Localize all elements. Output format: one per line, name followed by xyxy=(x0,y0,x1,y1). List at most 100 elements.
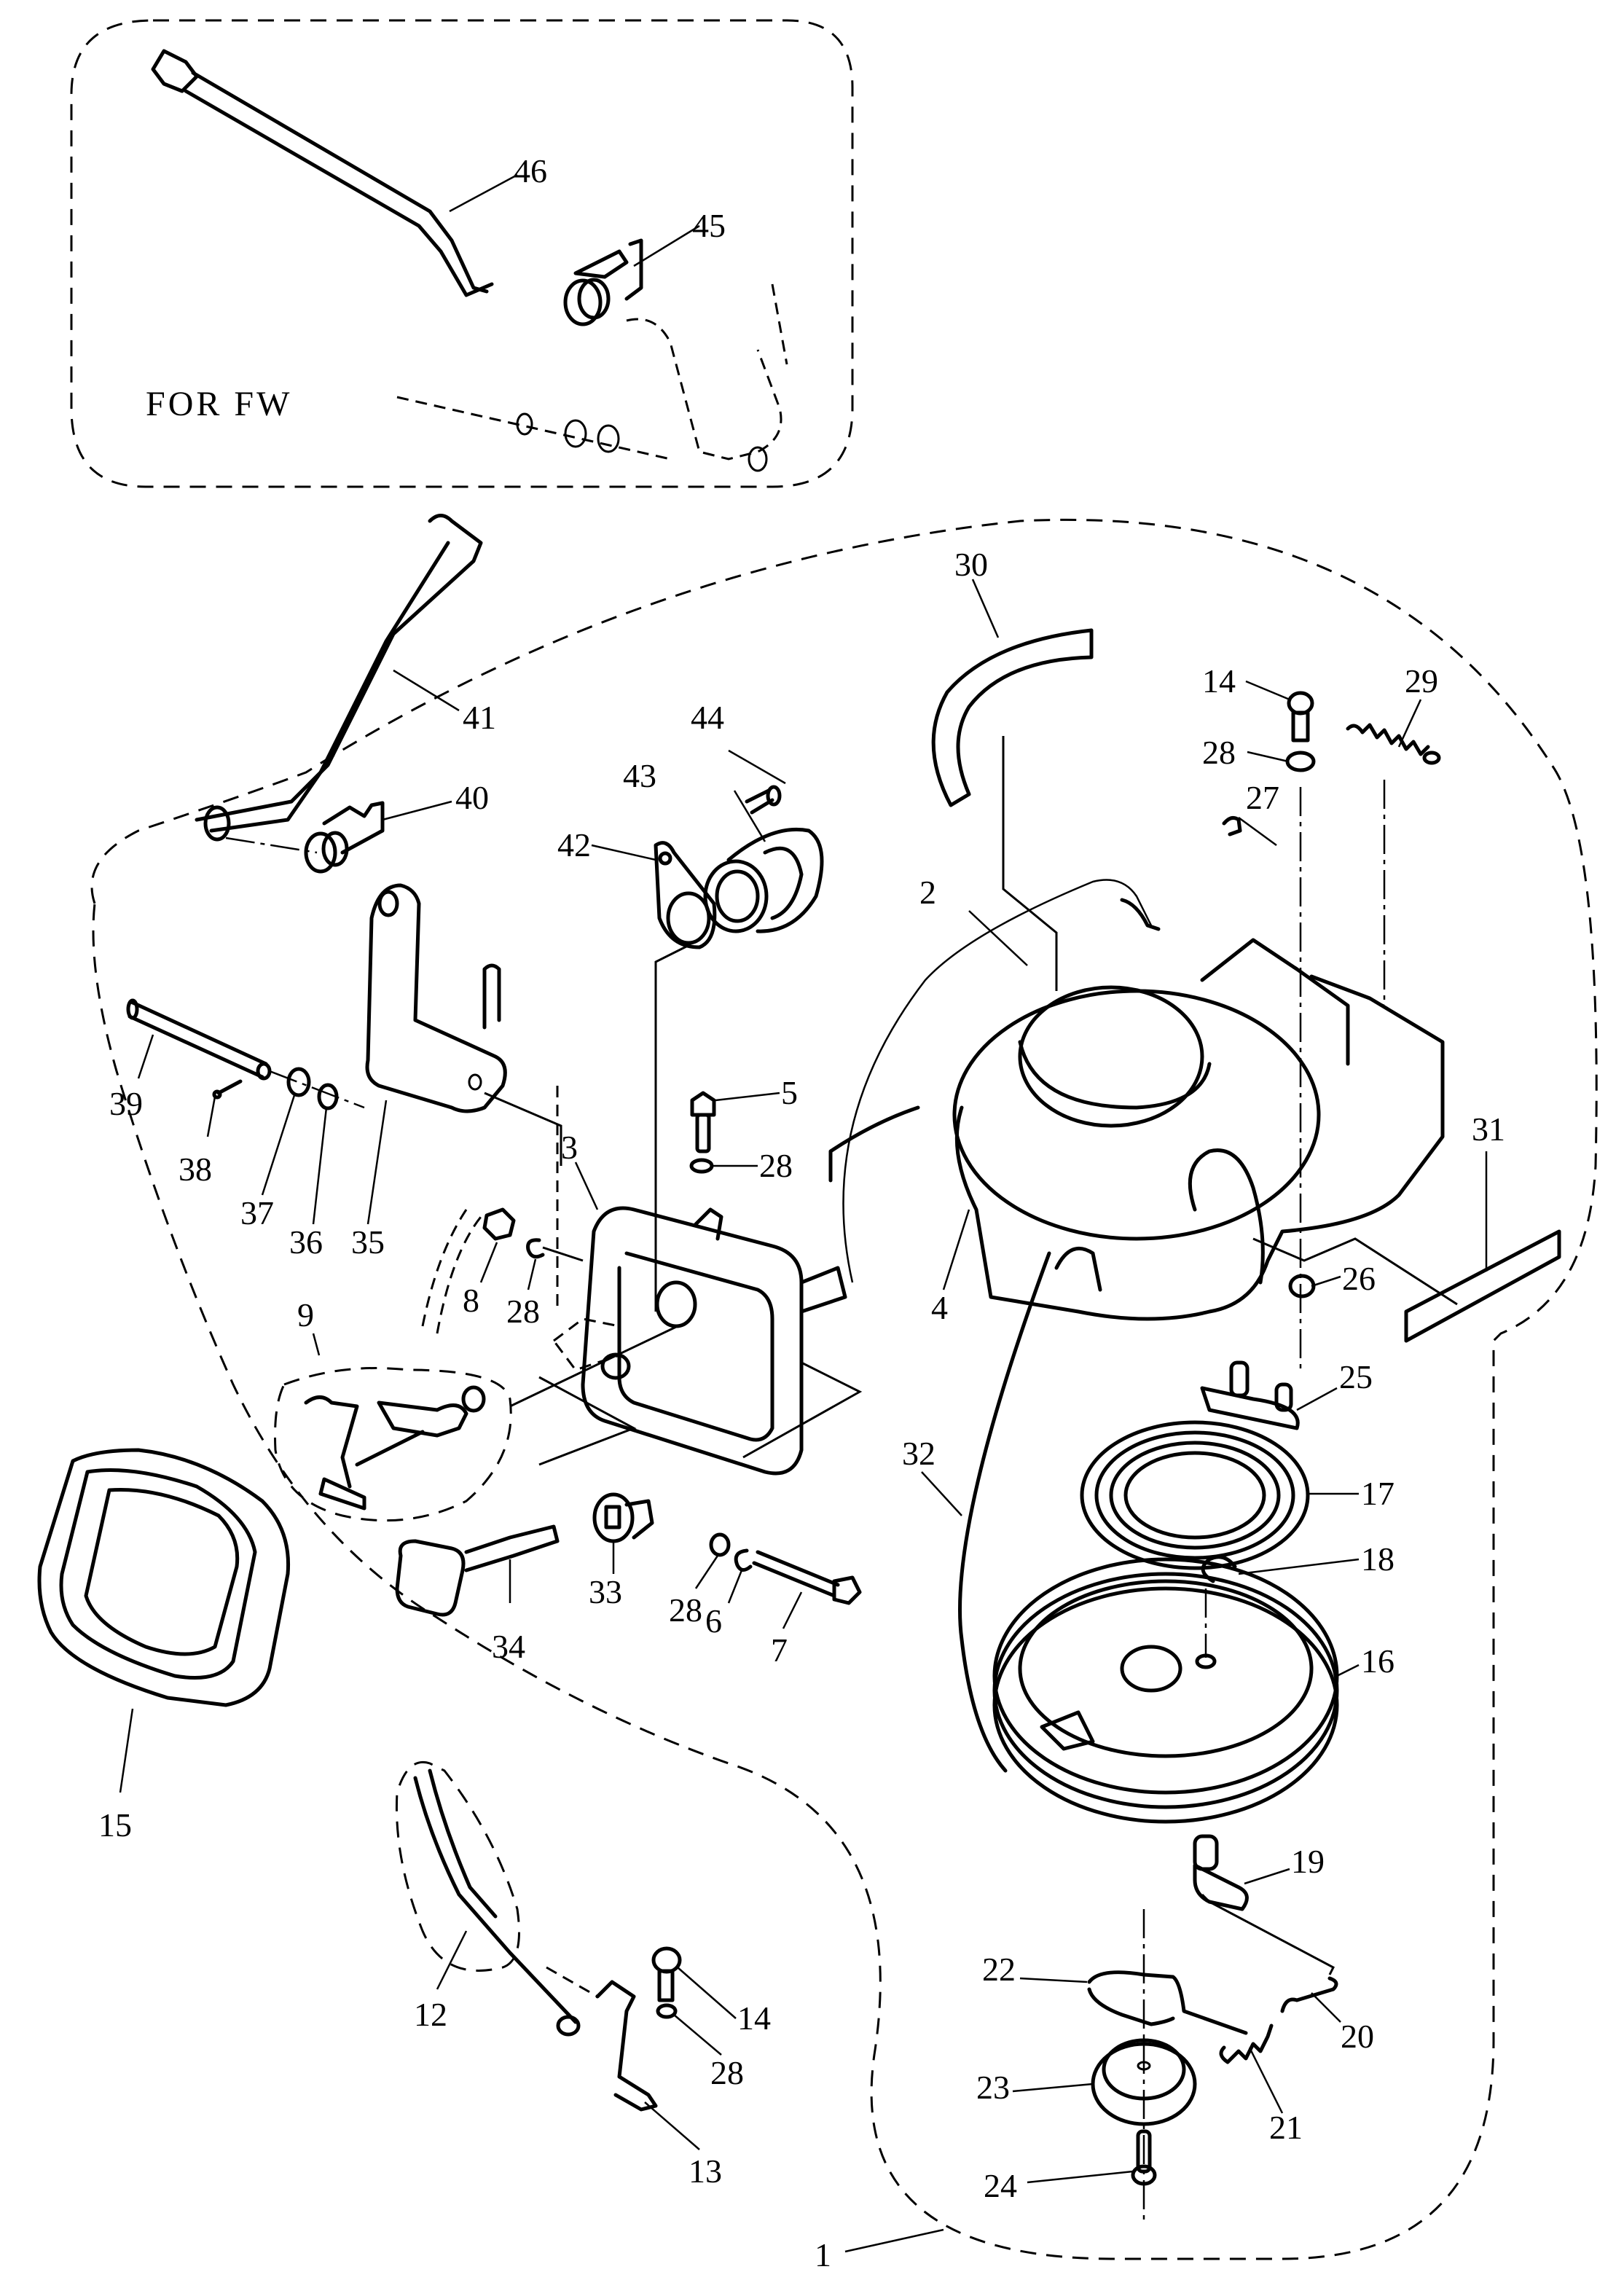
callout-42: 42 xyxy=(557,826,591,863)
part-30-hose xyxy=(931,628,1094,807)
callout-30: 30 xyxy=(954,546,988,583)
choke-assembly-outline xyxy=(274,1367,512,1522)
part-37-washer xyxy=(286,1067,311,1097)
callout-34: 34 xyxy=(492,1628,525,1665)
callout-4: 4 xyxy=(931,1289,948,1326)
callout-9: 9 xyxy=(297,1296,314,1333)
part-41-choke-rod xyxy=(195,514,483,842)
callout-14-top: 14 xyxy=(1202,662,1236,700)
part-17-spiral-spring xyxy=(1080,1420,1310,1570)
callout-5: 5 xyxy=(781,1074,798,1111)
inset-note: FOR FW xyxy=(146,385,292,423)
part-8-nut xyxy=(482,1207,516,1241)
part-28-washer-mid xyxy=(689,1158,714,1174)
callout-31: 31 xyxy=(1472,1110,1505,1148)
part-19-ratchet xyxy=(1193,1834,1249,1911)
callout-15: 15 xyxy=(98,1806,132,1844)
callout-19: 19 xyxy=(1291,1843,1325,1880)
part-16-pulley xyxy=(992,1557,1339,1824)
part-33-grommet xyxy=(592,1492,654,1543)
callout-20: 20 xyxy=(1341,2018,1374,2055)
callout-37: 37 xyxy=(240,1194,274,1231)
callout-6: 6 xyxy=(705,1602,722,1640)
part-3-air-box xyxy=(552,1206,847,1476)
callout-39: 39 xyxy=(109,1085,143,1122)
part-28-washer-lower xyxy=(709,1532,731,1557)
callout-32: 32 xyxy=(902,1435,935,1472)
inset-phantom-linkage xyxy=(396,283,788,472)
part-27-clip xyxy=(1222,815,1242,837)
callout-35: 35 xyxy=(351,1223,385,1261)
part-38-cotter xyxy=(212,1079,243,1100)
callout-28-mid: 28 xyxy=(759,1147,793,1184)
part-44-screw xyxy=(745,785,782,815)
part-14-bolt-lower xyxy=(651,1946,682,2002)
leader-46 xyxy=(449,173,518,213)
callout-22: 22 xyxy=(982,1951,1016,1988)
callout-28-lower: 28 xyxy=(669,1591,702,1629)
callout-38: 38 xyxy=(179,1151,212,1188)
part-21-spring xyxy=(1219,2024,1274,2064)
callout-44: 44 xyxy=(691,699,724,736)
part-42-gasket xyxy=(654,841,717,949)
callout-41: 41 xyxy=(463,699,496,736)
part-35-lever xyxy=(365,883,507,1113)
axis-35-39 xyxy=(269,1070,365,1109)
part-29-spring xyxy=(1346,723,1441,765)
part-39-pin xyxy=(126,998,272,1081)
part-6-spring-washer xyxy=(734,1548,753,1572)
part-26-cap xyxy=(1288,1274,1316,1298)
part-43-boot xyxy=(703,827,824,933)
part-13-bracket xyxy=(595,1980,658,2112)
part-12-choke-cable xyxy=(413,1768,581,2037)
callout-46: 46 xyxy=(514,152,547,189)
callout-8: 8 xyxy=(463,1282,479,1319)
callout-21: 21 xyxy=(1269,2109,1303,2146)
callout-33: 33 xyxy=(589,1573,622,1610)
part-22-friction-plate xyxy=(1087,1970,1248,2035)
callout-26: 26 xyxy=(1342,1260,1376,1297)
part-20-spring-clip xyxy=(1280,1976,1338,2013)
callout-17: 17 xyxy=(1361,1475,1394,1512)
callout-3: 3 xyxy=(561,1129,578,1166)
inset-for-fw: FOR FW 46 45 xyxy=(70,19,854,488)
callout-28-top: 28 xyxy=(1202,734,1236,771)
callout-28-left: 28 xyxy=(506,1293,540,1330)
part-2-starter-housing xyxy=(828,938,1445,1321)
part-45-clip xyxy=(563,238,643,326)
part-25-pawl xyxy=(1200,1360,1300,1430)
part-32-rope xyxy=(958,1251,1051,1773)
callout-24: 24 xyxy=(984,2167,1017,2204)
part-18-e-clip xyxy=(1201,1555,1237,1583)
callout-1: 1 xyxy=(815,2236,831,2273)
callout-13: 13 xyxy=(689,2152,722,2190)
callout-16: 16 xyxy=(1361,1642,1394,1680)
callout-36: 36 xyxy=(289,1223,323,1261)
part-7-bolt xyxy=(752,1550,862,1605)
part-28-washer-left xyxy=(526,1238,545,1259)
part-9-choke-assembly xyxy=(304,1385,486,1511)
assembly-outline xyxy=(90,518,1598,2260)
callout-27: 27 xyxy=(1246,779,1279,816)
callout-43: 43 xyxy=(623,757,656,794)
inset-outline xyxy=(70,19,854,488)
callout-25: 25 xyxy=(1339,1358,1373,1395)
callout-23: 23 xyxy=(976,2069,1010,2106)
leader-45 xyxy=(633,224,700,267)
part-40-clip xyxy=(304,801,385,874)
part-46-choke-rod xyxy=(151,49,494,297)
callout-29: 29 xyxy=(1405,662,1438,700)
callout-2: 2 xyxy=(919,874,936,911)
part-34-choke-knob xyxy=(395,1524,560,1617)
callout-14-lower: 14 xyxy=(737,1999,771,2037)
part-14-bolt-top xyxy=(1287,691,1314,743)
part-5-bolt xyxy=(690,1091,716,1153)
part-31-strip xyxy=(1404,1229,1561,1343)
callout-18: 18 xyxy=(1361,1540,1394,1578)
callout-40: 40 xyxy=(455,779,489,816)
callout-28-bottom: 28 xyxy=(710,2054,744,2091)
callout-45: 45 xyxy=(692,207,726,244)
callout-7: 7 xyxy=(771,1631,788,1669)
part-28-washer-bottom xyxy=(656,2003,678,2019)
